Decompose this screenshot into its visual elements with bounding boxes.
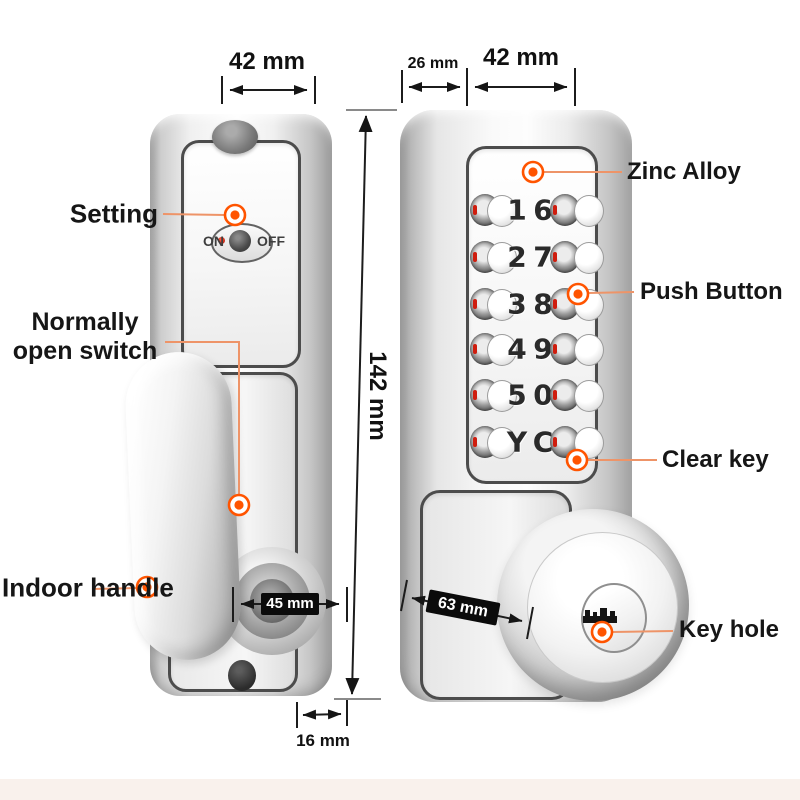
keypad-button-cap bbox=[574, 242, 604, 274]
switch-off-label: OFF bbox=[257, 233, 285, 249]
keypad-digit: 9 bbox=[533, 332, 553, 366]
keypad-button-cap bbox=[574, 334, 604, 366]
normally-open-marker bbox=[227, 493, 251, 517]
push-button-marker bbox=[566, 282, 590, 306]
keypad-button-cap bbox=[487, 242, 517, 274]
switch-on-label: ON bbox=[203, 233, 224, 249]
button-red-mark bbox=[553, 205, 557, 215]
zinc-alloy-label: Zinc Alloy bbox=[627, 158, 741, 185]
keypad-digit: 8 bbox=[533, 287, 553, 321]
keypad-digit: 1 bbox=[507, 193, 527, 227]
setting-switch-led bbox=[218, 237, 225, 244]
keypad-digit: C bbox=[532, 425, 554, 459]
button-red-mark bbox=[473, 390, 477, 400]
callout-markers bbox=[135, 160, 614, 644]
keypad-button-cap bbox=[487, 334, 517, 366]
keypad-digit: 7 bbox=[533, 240, 553, 274]
setting-marker bbox=[223, 203, 247, 227]
button-red-mark bbox=[553, 299, 557, 309]
button-red-mark bbox=[473, 344, 477, 354]
keypad-digit: 0 bbox=[533, 378, 553, 412]
dimension-cap-lines bbox=[334, 109, 397, 700]
keyhole-icon bbox=[583, 608, 617, 623]
indoor-handle-marker bbox=[135, 575, 159, 599]
dimension-height: 142 mm bbox=[364, 351, 391, 441]
dimension-lines bbox=[221, 68, 576, 728]
key-hole-marker bbox=[590, 620, 614, 644]
button-red-mark bbox=[553, 252, 557, 262]
keypad-digit: 5 bbox=[507, 378, 527, 412]
callout-lines bbox=[91, 171, 674, 633]
button-red-mark bbox=[553, 344, 557, 354]
dimension-back-width: 42 mm bbox=[228, 48, 306, 75]
zinc-alloy-marker bbox=[521, 160, 545, 184]
clear-key-marker bbox=[565, 448, 589, 472]
keypad-button-cap bbox=[487, 289, 517, 321]
keypad-button-cap bbox=[574, 195, 604, 227]
keypad-digit: Y bbox=[506, 425, 528, 459]
keypad-digit: 4 bbox=[507, 332, 527, 366]
button-red-mark bbox=[473, 205, 477, 215]
knob-face bbox=[527, 532, 678, 683]
keypad-button-cap bbox=[487, 427, 517, 459]
button-red-mark bbox=[473, 437, 477, 447]
button-red-mark bbox=[473, 252, 477, 262]
keypad-button-cap bbox=[487, 195, 517, 227]
indoor-handle-label: Indoor handle bbox=[2, 572, 174, 603]
setting-switch-knob bbox=[229, 230, 251, 252]
keypad-button-cap bbox=[487, 380, 517, 412]
keypad-digit: 6 bbox=[533, 193, 553, 227]
top-dome-cap bbox=[212, 120, 258, 154]
dimension-handle-plate-width: 45 mm bbox=[261, 593, 319, 615]
setting-label: Setting bbox=[69, 198, 158, 229]
keypad-digit: 2 bbox=[507, 240, 527, 274]
normally-open-line2: open switch bbox=[12, 337, 158, 365]
clear-key-label: Clear key bbox=[662, 446, 769, 473]
dimension-side-depth: 26 mm bbox=[407, 55, 459, 72]
normally-open-line1: Normally bbox=[31, 308, 139, 336]
dimension-front-width: 42 mm bbox=[482, 44, 560, 71]
normally-open-switch-label: Normally open switch bbox=[0, 308, 170, 366]
button-red-mark bbox=[553, 390, 557, 400]
button-red-mark bbox=[553, 437, 557, 447]
button-red-mark bbox=[473, 299, 477, 309]
key-hole-label: Key hole bbox=[679, 616, 780, 643]
keypad-digit: 3 bbox=[507, 287, 527, 321]
dimension-bottom-depth: 16 mm bbox=[296, 731, 350, 750]
keypad-button-cap bbox=[574, 380, 604, 412]
push-button-label: Push Button bbox=[640, 278, 783, 305]
battery-cover-panel bbox=[181, 140, 301, 368]
bottom-strip bbox=[0, 779, 800, 800]
screw-cap bbox=[228, 660, 256, 691]
